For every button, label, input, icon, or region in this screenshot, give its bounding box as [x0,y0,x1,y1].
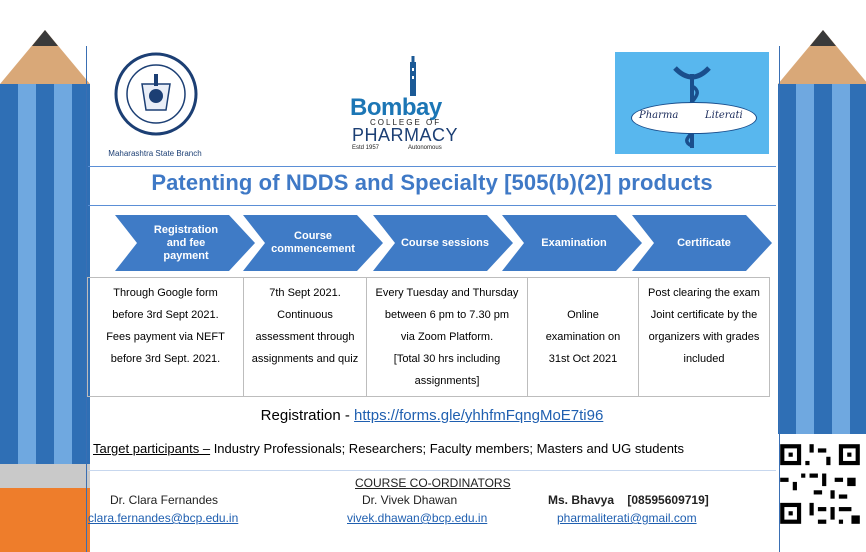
pharma-literati-logo: Pharma Literati [615,52,769,154]
bcp-name-pharmacy: PHARMACY [352,125,459,145]
bcp-logo: Bombay COLLEGE OF PHARMACY Estd 1957 Aut… [340,56,470,156]
detail-cell-registration: Through Google form before 3rd Sept 2021… [87,277,244,397]
step-arrow-certificate: Certificate [632,215,772,271]
course-details-table: Through Google form before 3rd Sept 2021… [87,277,770,397]
step-label-commencement: Course commencement [271,230,355,255]
coordinator-name-1: Dr. Clara Fernandes [110,493,219,507]
course-title: Patenting of NDDS and Specialty [505(b)(… [151,170,713,195]
coordinator-email-1[interactable]: clara.fernandes@bcp.edu.in [88,511,239,525]
registration-line: Registration - https://forms.gle/yhhfmFq… [86,407,778,424]
detail-cell-sessions: Every Tuesday and Thursday between 6 pm … [366,277,528,397]
step-label-registration: Registration and fee payment [153,223,219,262]
coordinators-rule [88,470,776,471]
ipa-branch-label: Maharashtra State Branch [108,149,202,158]
pharma-literati-left-word: Pharma [639,110,679,121]
step-arrow-commencement: Course commencement [243,215,383,271]
step-arrow-registration: Registration and fee payment [115,215,255,271]
pharma-literati-oval [631,102,757,134]
ipa-logo: Maharashtra State Branch [100,50,210,162]
bcp-name-college-of: COLLEGE OF [370,118,442,127]
qr-code-icon [776,440,864,528]
bcp-autonomous: Autonomous [408,145,442,151]
target-label: Target participants – [93,441,211,456]
coordinators-heading: COURSE CO-ORDINATORS [355,476,511,490]
right-pencil-illustration [778,30,866,434]
registration-link[interactable]: https://forms.gle/yhhfmFqngMoE7ti96 [354,407,604,424]
table-row: Through Google form before 3rd Sept 2021… [87,277,770,397]
detail-cell-commencement: 7th Sept 2021. Continuous assessment thr… [243,277,367,397]
pharma-literati-right-word: Literati [705,110,743,121]
bcp-name-bombay: Bombay [350,94,442,121]
coordinator-email-2[interactable]: vivek.dhawan@bcp.edu.in [347,511,488,525]
step-label-certificate: Certificate [677,236,731,249]
content-frame [86,46,780,552]
title-top-rule [88,166,776,167]
title-bottom-rule [88,205,776,206]
target-participants: Target participants – Industry Professio… [93,441,684,456]
registration-prefix: Registration - [260,407,355,424]
bcp-estd: Estd 1957 [352,145,380,151]
tower-icon [410,56,416,96]
detail-cell-certificate: Post clearing the exam Joint certificate… [638,277,770,397]
target-text: Industry Professionals; Researchers; Fac… [210,441,685,456]
step-arrow-examination: Examination [502,215,642,271]
step-arrow-sessions: Course sessions [373,215,513,271]
left-pencil-illustration [0,30,90,552]
coordinator-name-3: Ms. Bhavya [08595609719] [548,493,709,507]
coordinator-name-2: Dr. Vivek Dhawan [362,493,458,507]
qr-code[interactable] [776,440,864,528]
step-label-sessions: Course sessions [400,236,490,249]
ipa-emblem-icon [114,52,198,136]
detail-cell-examination: Online examination on 31st Oct 2021 [527,277,639,397]
coordinator-email-3[interactable]: pharmaliterati@gmail.com [557,511,697,525]
step-label-examination: Examination [541,236,607,249]
